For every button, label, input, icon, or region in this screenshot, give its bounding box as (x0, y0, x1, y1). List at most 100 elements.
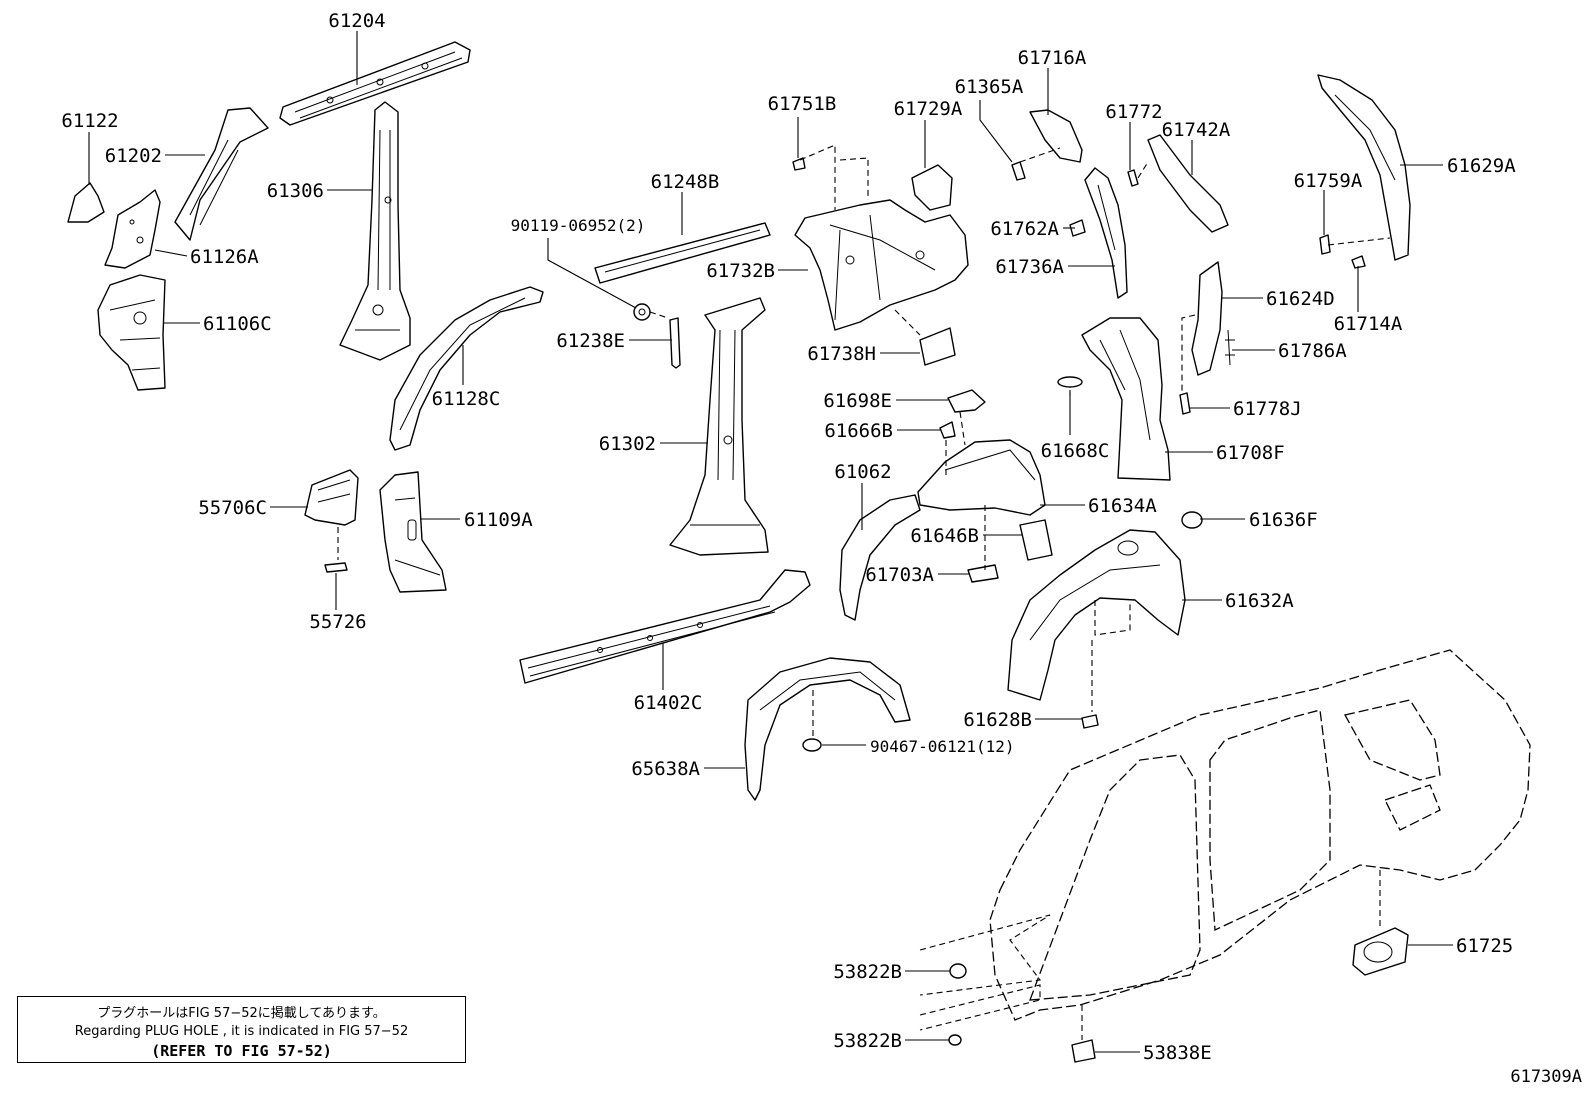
part-61238E-shape (669, 317, 681, 369)
label-61703A: 61703A (865, 564, 934, 586)
label-61786A: 61786A (1278, 340, 1347, 362)
part-61738H-shape (919, 327, 956, 366)
part-61624D-shape (1191, 261, 1223, 376)
part-61772-shape (1127, 169, 1139, 187)
label-61772: 61772 (1105, 101, 1162, 123)
note-line-japanese: プラグホールはFIG 57−52に掲載してあります。 (97, 1006, 386, 1021)
part-61062-shape (839, 494, 921, 621)
part-61751B-shape (792, 157, 806, 171)
part-61703A-shape (967, 564, 999, 583)
part-labels: 61204 61122 61202 61306 61126A 61106C 61… (61, 10, 1516, 1064)
label-90119-06952: 90119-06952(2) (511, 216, 646, 235)
label-61714A: 61714A (1334, 313, 1403, 335)
alignment-lines (337, 144, 1391, 1040)
label-61632A: 61632A (1225, 590, 1294, 612)
part-61742A-shape (1147, 134, 1229, 233)
label-55726: 55726 (309, 611, 366, 633)
leader-lines (88, 31, 1453, 1053)
part-61708F-shape (1081, 317, 1171, 481)
part-90467-06121-shape (802, 738, 822, 752)
label-61738H: 61738H (807, 343, 876, 365)
label-61204: 61204 (328, 10, 385, 32)
label-61732B: 61732B (706, 260, 775, 282)
part-55706C-shape (304, 469, 359, 526)
label-61302: 61302 (599, 433, 656, 455)
part-53822B-1-shape (949, 963, 967, 979)
part-61109A-shape (379, 471, 447, 593)
label-61668C: 61668C (1041, 440, 1110, 462)
part-61646B-shape (1019, 519, 1053, 561)
label-61628B: 61628B (963, 709, 1032, 731)
label-61402C: 61402C (634, 692, 703, 714)
label-61708F: 61708F (1216, 442, 1285, 464)
label-61751B: 61751B (768, 93, 837, 115)
label-90467-06121: 90467-06121(12) (870, 737, 1015, 756)
figure-code: 617309A (1510, 1067, 1582, 1087)
label-61128C: 61128C (432, 388, 501, 410)
body-side-assembly (989, 649, 1531, 1021)
part-61698E-shape (947, 389, 986, 413)
part-61634A-shape (917, 439, 1046, 516)
label-53838E: 53838E (1143, 1042, 1212, 1064)
part-61629A-shape (1317, 74, 1411, 261)
part-61632A-shape (1007, 529, 1186, 701)
part-61778J-shape (1179, 392, 1191, 415)
label-61736A: 61736A (995, 256, 1064, 278)
part-61759A-shape (1319, 234, 1331, 255)
part-53822B-2-shape (948, 1034, 962, 1046)
label-61725: 61725 (1456, 935, 1513, 957)
part-61736A-shape (1084, 167, 1128, 299)
label-61629A: 61629A (1447, 155, 1516, 177)
part-61762A-shape (1069, 219, 1086, 237)
label-61634A: 61634A (1088, 495, 1157, 517)
part-61106C-shape (97, 274, 166, 391)
part-61126A-shape (104, 189, 161, 269)
part-61128C-shape (389, 286, 544, 451)
label-61666B: 61666B (824, 420, 893, 442)
label-61646B: 61646B (910, 525, 979, 547)
part-61302-shape (669, 297, 769, 556)
part-55726-shape (324, 562, 348, 573)
label-61759A: 61759A (1294, 170, 1363, 192)
label-61636F: 61636F (1249, 509, 1318, 531)
label-61122: 61122 (61, 110, 118, 132)
part-61786A-shape (1225, 329, 1235, 366)
label-61365A: 61365A (955, 76, 1024, 98)
label-61202: 61202 (105, 145, 162, 167)
part-61122-shape (67, 182, 105, 223)
note-line-refer: (REFER TO FIG 57-52) (151, 1042, 332, 1060)
label-61062: 61062 (834, 461, 891, 483)
label-61306: 61306 (267, 180, 324, 202)
part-61202-shape (174, 107, 269, 241)
note-line-english: Regarding PLUG HOLE , it is indicated in… (74, 1024, 409, 1039)
part-65638A-shape (744, 657, 911, 801)
label-53822B-2: 53822B (833, 1030, 902, 1052)
part-61725-shape (1352, 927, 1409, 976)
label-61729A: 61729A (894, 98, 963, 120)
label-61248B: 61248B (651, 171, 720, 193)
part-61714A-shape (1351, 255, 1366, 269)
label-61698E: 61698E (823, 390, 892, 412)
part-61666B-shape (939, 421, 956, 439)
label-61109A: 61109A (464, 509, 533, 531)
label-61106C: 61106C (203, 313, 272, 335)
label-61624D: 61624D (1266, 288, 1335, 310)
part-61628B-shape (1081, 714, 1099, 729)
part-90119-06952-shape (633, 303, 651, 321)
part-61729A-shape (911, 164, 953, 211)
label-61716A: 61716A (1018, 47, 1087, 69)
label-61742A: 61742A (1162, 119, 1231, 141)
label-55706C: 55706C (198, 497, 267, 519)
part-53838E-shape (1071, 1039, 1096, 1063)
part-61668C-shape (1057, 376, 1083, 388)
part-61636F-shape (1181, 511, 1203, 529)
part-61732B-shape (794, 199, 969, 331)
part-61365A-shape (1011, 161, 1026, 181)
part-61248B-shape (594, 222, 771, 284)
part-61306-shape (339, 101, 411, 361)
label-61778J: 61778J (1233, 398, 1302, 420)
part-61402C-shape (519, 569, 811, 684)
label-61762A: 61762A (990, 218, 1059, 240)
label-53822B-1: 53822B (833, 961, 902, 983)
